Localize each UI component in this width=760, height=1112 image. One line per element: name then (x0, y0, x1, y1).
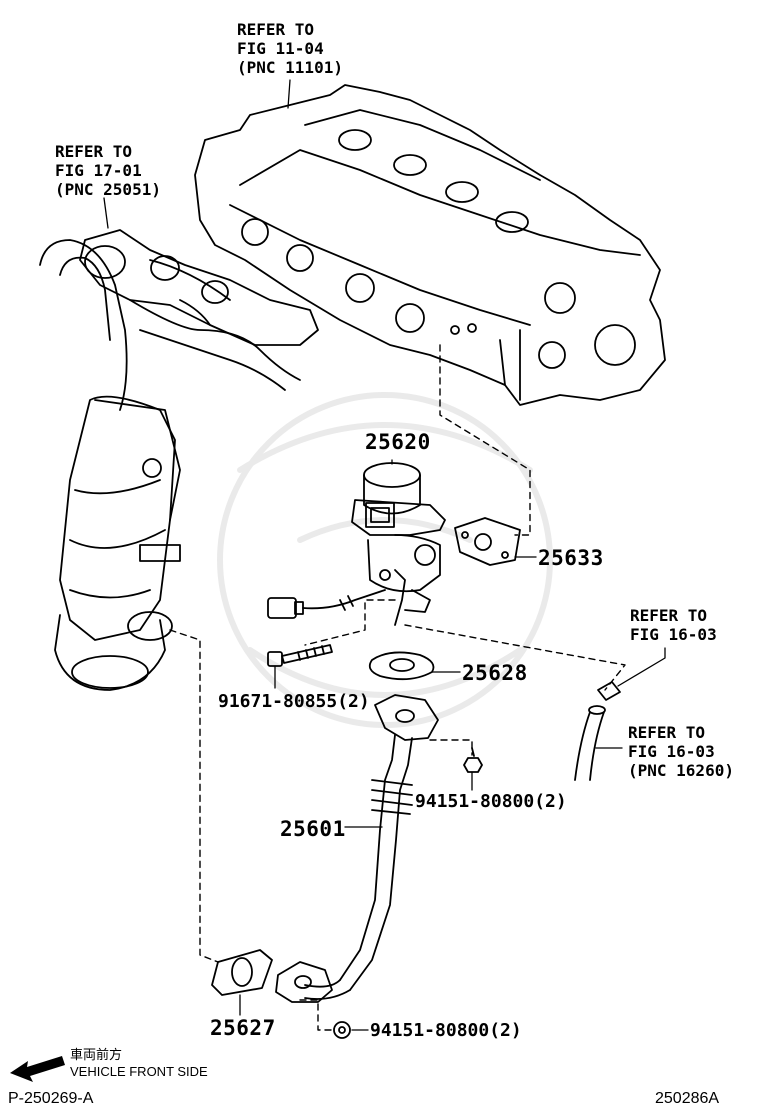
cylinder-head (194, 84, 666, 406)
part-label-25627[interactable]: 25627 (210, 1016, 276, 1040)
illustration-code-right: 250286A (655, 1090, 720, 1107)
ref-line: (PNC 11101) (237, 58, 343, 77)
reference-cylinder-head: REFER TO FIG 11-04 (PNC 11101) (237, 20, 343, 77)
part-label-94151-80800-lower[interactable]: 94151-80800(2) (370, 1020, 522, 1041)
gasket-25627 (211, 949, 273, 996)
part-label-94151-80800-upper[interactable]: 94151-80800(2) (415, 791, 567, 812)
part-label-91671-80855[interactable]: 91671-80855(2) (218, 691, 370, 712)
nut-94151-upper (463, 747, 483, 773)
exhaust-manifold (39, 229, 319, 521)
ref-line: FIG 11-04 (237, 39, 324, 58)
ref-line: REFER TO (55, 142, 133, 161)
ref-line: REFER TO (237, 20, 315, 39)
reference-fig-16-03-a: REFER TO FIG 16-03 (630, 606, 717, 644)
gasket-25633 (454, 517, 521, 566)
leader-lines (103, 79, 666, 1031)
watermark (217, 392, 553, 728)
reference-fig-16-03-b: REFER TO FIG 16-03 (PNC 16260) (628, 723, 734, 780)
part-label-25633[interactable]: 25633 (538, 546, 604, 570)
ref-line: FIG 17-01 (55, 161, 142, 180)
bolt-91671 (267, 644, 333, 667)
part-label-25628[interactable]: 25628 (462, 661, 528, 685)
ref-line: FIG 16-03 (630, 625, 717, 644)
vacuum-hose (574, 681, 621, 781)
dashed-routing-lines (169, 344, 626, 1031)
reference-exhaust-manifold: REFER TO FIG 17-01 (PNC 25051) (55, 142, 161, 199)
gasket-25628 (368, 651, 435, 681)
direction-label-jp: 車両前方 (70, 1047, 123, 1062)
catalytic-converter (54, 395, 181, 691)
ref-line: (PNC 16260) (628, 761, 734, 780)
vehicle-front-arrow-icon (10, 1056, 65, 1082)
ref-line: FIG 16-03 (628, 742, 715, 761)
egr-sensor-connector (267, 589, 386, 619)
nut-94151-lower (333, 1021, 351, 1039)
ref-line: REFER TO (630, 606, 708, 625)
direction-label-en: VEHICLE FRONT SIDE (70, 1064, 208, 1079)
ref-line: REFER TO (628, 723, 706, 742)
ref-line: (PNC 25051) (55, 180, 161, 199)
egr-valve (351, 462, 446, 626)
egr-pipe-25601 (275, 694, 439, 1003)
part-label-25601[interactable]: 25601 (280, 817, 346, 841)
illustration-code-left: P-250269-A (8, 1090, 94, 1107)
part-label-25620[interactable]: 25620 (365, 430, 431, 454)
